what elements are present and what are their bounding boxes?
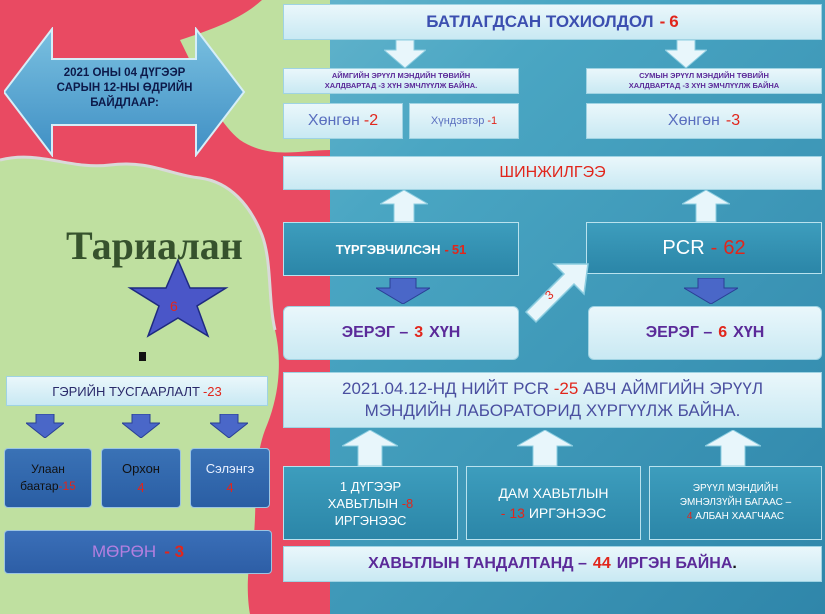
home-isolation-box: ГЭРИЙН ТУСГААРЛАЛТ -23 (6, 376, 268, 406)
contact-total-value: 44 (592, 555, 611, 572)
down-arrow-icon (26, 414, 64, 438)
aimag-hospital-line-2: ХАЛДВАРТАД -3 ХҮН ЭМЧЛҮҮЛЖ БАЙНА. (324, 81, 478, 90)
aimag-hospital-box: АЙМГИЙН ЭРҮҮЛ МЭНДИЙН ТӨВИЙН ХАЛДВАРТАД … (283, 68, 519, 94)
mild-right-value: -3 (725, 112, 741, 129)
up-arrow-icon (682, 190, 730, 222)
positive-right-label: ЭЕРЭГ – (645, 324, 713, 341)
contact-line-1: 1 ДҮГЭЭР (339, 478, 402, 494)
date-banner-arrow (4, 27, 246, 157)
date-line-1: 2021 ОНЫ 04 ДҮГЭЭР (63, 67, 186, 79)
soum-hospital-box: СУМЫН ЭРҮҮЛ МЭНДИЙН ТӨВИЙН ХАЛДВАРТАД -3… (586, 68, 822, 94)
mild-left-value: -2 (363, 112, 379, 129)
aimag-hospital-line-1: АЙМГИЙН ЭРҮҮЛ МЭНДИЙН ТӨВИЙН (331, 71, 471, 80)
confirmed-value: 6 (669, 12, 679, 31)
positive-right-value: 6 (718, 324, 728, 341)
date-banner-text: 2021 ОНЫ 04 ДҮГЭЭР САРЫН 12-НЫ ӨДРИЙН БА… (52, 66, 197, 111)
down-arrow-icon (376, 278, 430, 304)
pcr-label: PCR (662, 236, 705, 259)
testing-box: ШИНЖИЛГЭЭ (283, 156, 822, 190)
contact-box-medical-team: ЭРҮҮЛ МЭНДИЙН ЭМНЭЛЗҮЙН БАГААС – 4 АЛБАН… (649, 466, 822, 540)
city-dot (139, 352, 146, 361)
confirmed-label: БАТЛАГДСАН ТОХИОЛДОЛ (426, 12, 654, 31)
home-isolation-label: ГЭРИЙН ТУСГААРЛАЛТ (52, 383, 200, 399)
pcr-sent-line-2: МЭНДИЙН ЛАБОРАТОРИД ХҮРГҮҮЛЖ БАЙНА. (364, 401, 741, 420)
pcr-sent-line-1-end: АВЧ АЙМГИЙН ЭРҮҮЛ (583, 379, 763, 398)
city-value: 4 (137, 480, 145, 495)
contact-line-1: ДАМ ХАВЬТЛЫН (498, 485, 609, 501)
soum-hospital-line-2: ХАЛДВАРТАД -3 ХҮН ЭМЧЛҮҮЛЖ БАЙНА (628, 81, 780, 90)
home-isolation-value: -23 (202, 383, 222, 399)
star-icon (127, 258, 229, 338)
mild-left-label: Хөнгөн (307, 112, 360, 129)
mild-right-box: Хөнгөн -3 (586, 103, 822, 139)
contact-line-3: АЛБАН ХААГЧААС (695, 511, 785, 522)
screening-box: ТҮРГЭВЧИЛСЭН - 51 (283, 222, 519, 276)
up-arrow-icon (517, 430, 573, 466)
down-arrow-icon (210, 414, 248, 438)
down-arrow-icon (122, 414, 160, 438)
contact-total-period: . (732, 555, 737, 572)
date-line-2: САРЫН 12-НЫ ӨДРИЙН (56, 82, 193, 94)
map-place-label: Тариалан (66, 223, 243, 268)
contact-box-secondary: ДАМ ХАВЬТЛЫН - 13 ИРГЭНЭЭС (466, 466, 641, 540)
contact-box-primary: 1 ДҮГЭЭР ХАВЬТЛЫН -8 ИРГЭНЭЭС (283, 466, 458, 540)
moderate-box: Хүндэвтэр -1 (409, 103, 519, 139)
pcr-sent-box: 2021.04.12-НД НИЙТ PCR -25 АВЧ АЙМГИЙН Э… (283, 372, 822, 428)
moron-box: МӨРӨН - 3 (4, 530, 272, 574)
positive-left-box: ЭЕРЭГ – 3 ХҮН (283, 306, 519, 360)
testing-label: ШИНЖИЛГЭЭ (499, 164, 606, 181)
down-arrow-icon (665, 40, 707, 68)
city-value: 4 (226, 480, 234, 495)
contact-line-3: ИРГЭНЭЭС (334, 512, 407, 528)
city-name-line-1: Орхон (122, 461, 160, 476)
contact-value: - 13 (500, 505, 525, 521)
screening-value: 51 (451, 241, 467, 257)
city-box-selenge: Сэлэнгэ 4 (190, 448, 270, 508)
contact-line-2: ХАВЬТЛЫН (327, 495, 399, 511)
up-arrow-icon (342, 430, 398, 466)
contact-line-2: ЭМНЭЛЗҮЙН БАГААС – (679, 497, 792, 508)
city-name-line-1: Сэлэнгэ (205, 461, 255, 476)
moron-value: - 3 (164, 542, 185, 561)
pcr-sent-line-1-start: 2021.04.12-НД НИЙТ PCR (342, 379, 549, 398)
city-box-orkhon: Орхон 4 (101, 448, 181, 508)
city-box-ulaanbaatar: Улаан баатар-15 (4, 448, 92, 508)
positive-left-value: 3 (414, 324, 424, 341)
pcr-sent-value: -25 (553, 379, 579, 398)
diagonal-arrow-icon (524, 263, 589, 324)
down-arrow-icon (384, 40, 426, 68)
down-arrow-icon (684, 278, 738, 304)
city-value: -15 (58, 479, 76, 493)
contact-total-unit: ИРГЭН БАЙНА (616, 555, 733, 572)
mild-left-box: Хөнгөн -2 (283, 103, 403, 139)
screening-label: ТҮРГЭВЧИЛСЭН (335, 241, 441, 257)
pcr-box: PCR - 62 (586, 222, 822, 274)
positive-left-label: ЭЕРЭГ – (341, 324, 409, 341)
mild-right-label: Хөнгөн (667, 112, 720, 129)
contact-value: -8 (401, 495, 414, 511)
contact-value: 4 (686, 511, 693, 522)
contact-total-box: ХАВЬТЛЫН ТАНДАЛТАНД – 44 ИРГЭН БАЙНА. (283, 546, 822, 582)
positive-right-box: ЭЕРЭГ – 6 ХҮН (588, 306, 822, 360)
soum-hospital-line-1: СУМЫН ЭРҮҮЛ МЭНДИЙН ТӨВИЙН (639, 71, 769, 80)
city-name-line-1: Улаан (31, 462, 65, 476)
pcr-value: 62 (723, 236, 746, 259)
city-name-line-2: баатар (20, 479, 59, 493)
positive-left-unit: ХҮН (429, 324, 461, 341)
contact-line-1: ЭРҮҮЛ МЭНДИЙН (692, 483, 779, 494)
up-arrow-icon (380, 190, 428, 222)
contact-line-2: ИРГЭНЭЭС (528, 505, 607, 521)
moron-label: МӨРӨН (91, 542, 157, 561)
confirmed-cases-box: БАТЛАГДСАН ТОХИОЛДОЛ - 6 (283, 4, 822, 40)
up-arrow-icon (705, 430, 761, 466)
star-value: 6 (170, 298, 178, 314)
moderate-value: -1 (487, 115, 498, 127)
date-line-3: БАЙДЛААР: (90, 97, 159, 109)
positive-right-unit: ХҮН (733, 324, 765, 341)
contact-total-label: ХАВЬТЛЫН ТАНДАЛТАНД – (368, 555, 587, 572)
moderate-label: Хүндэвтэр (430, 115, 485, 127)
